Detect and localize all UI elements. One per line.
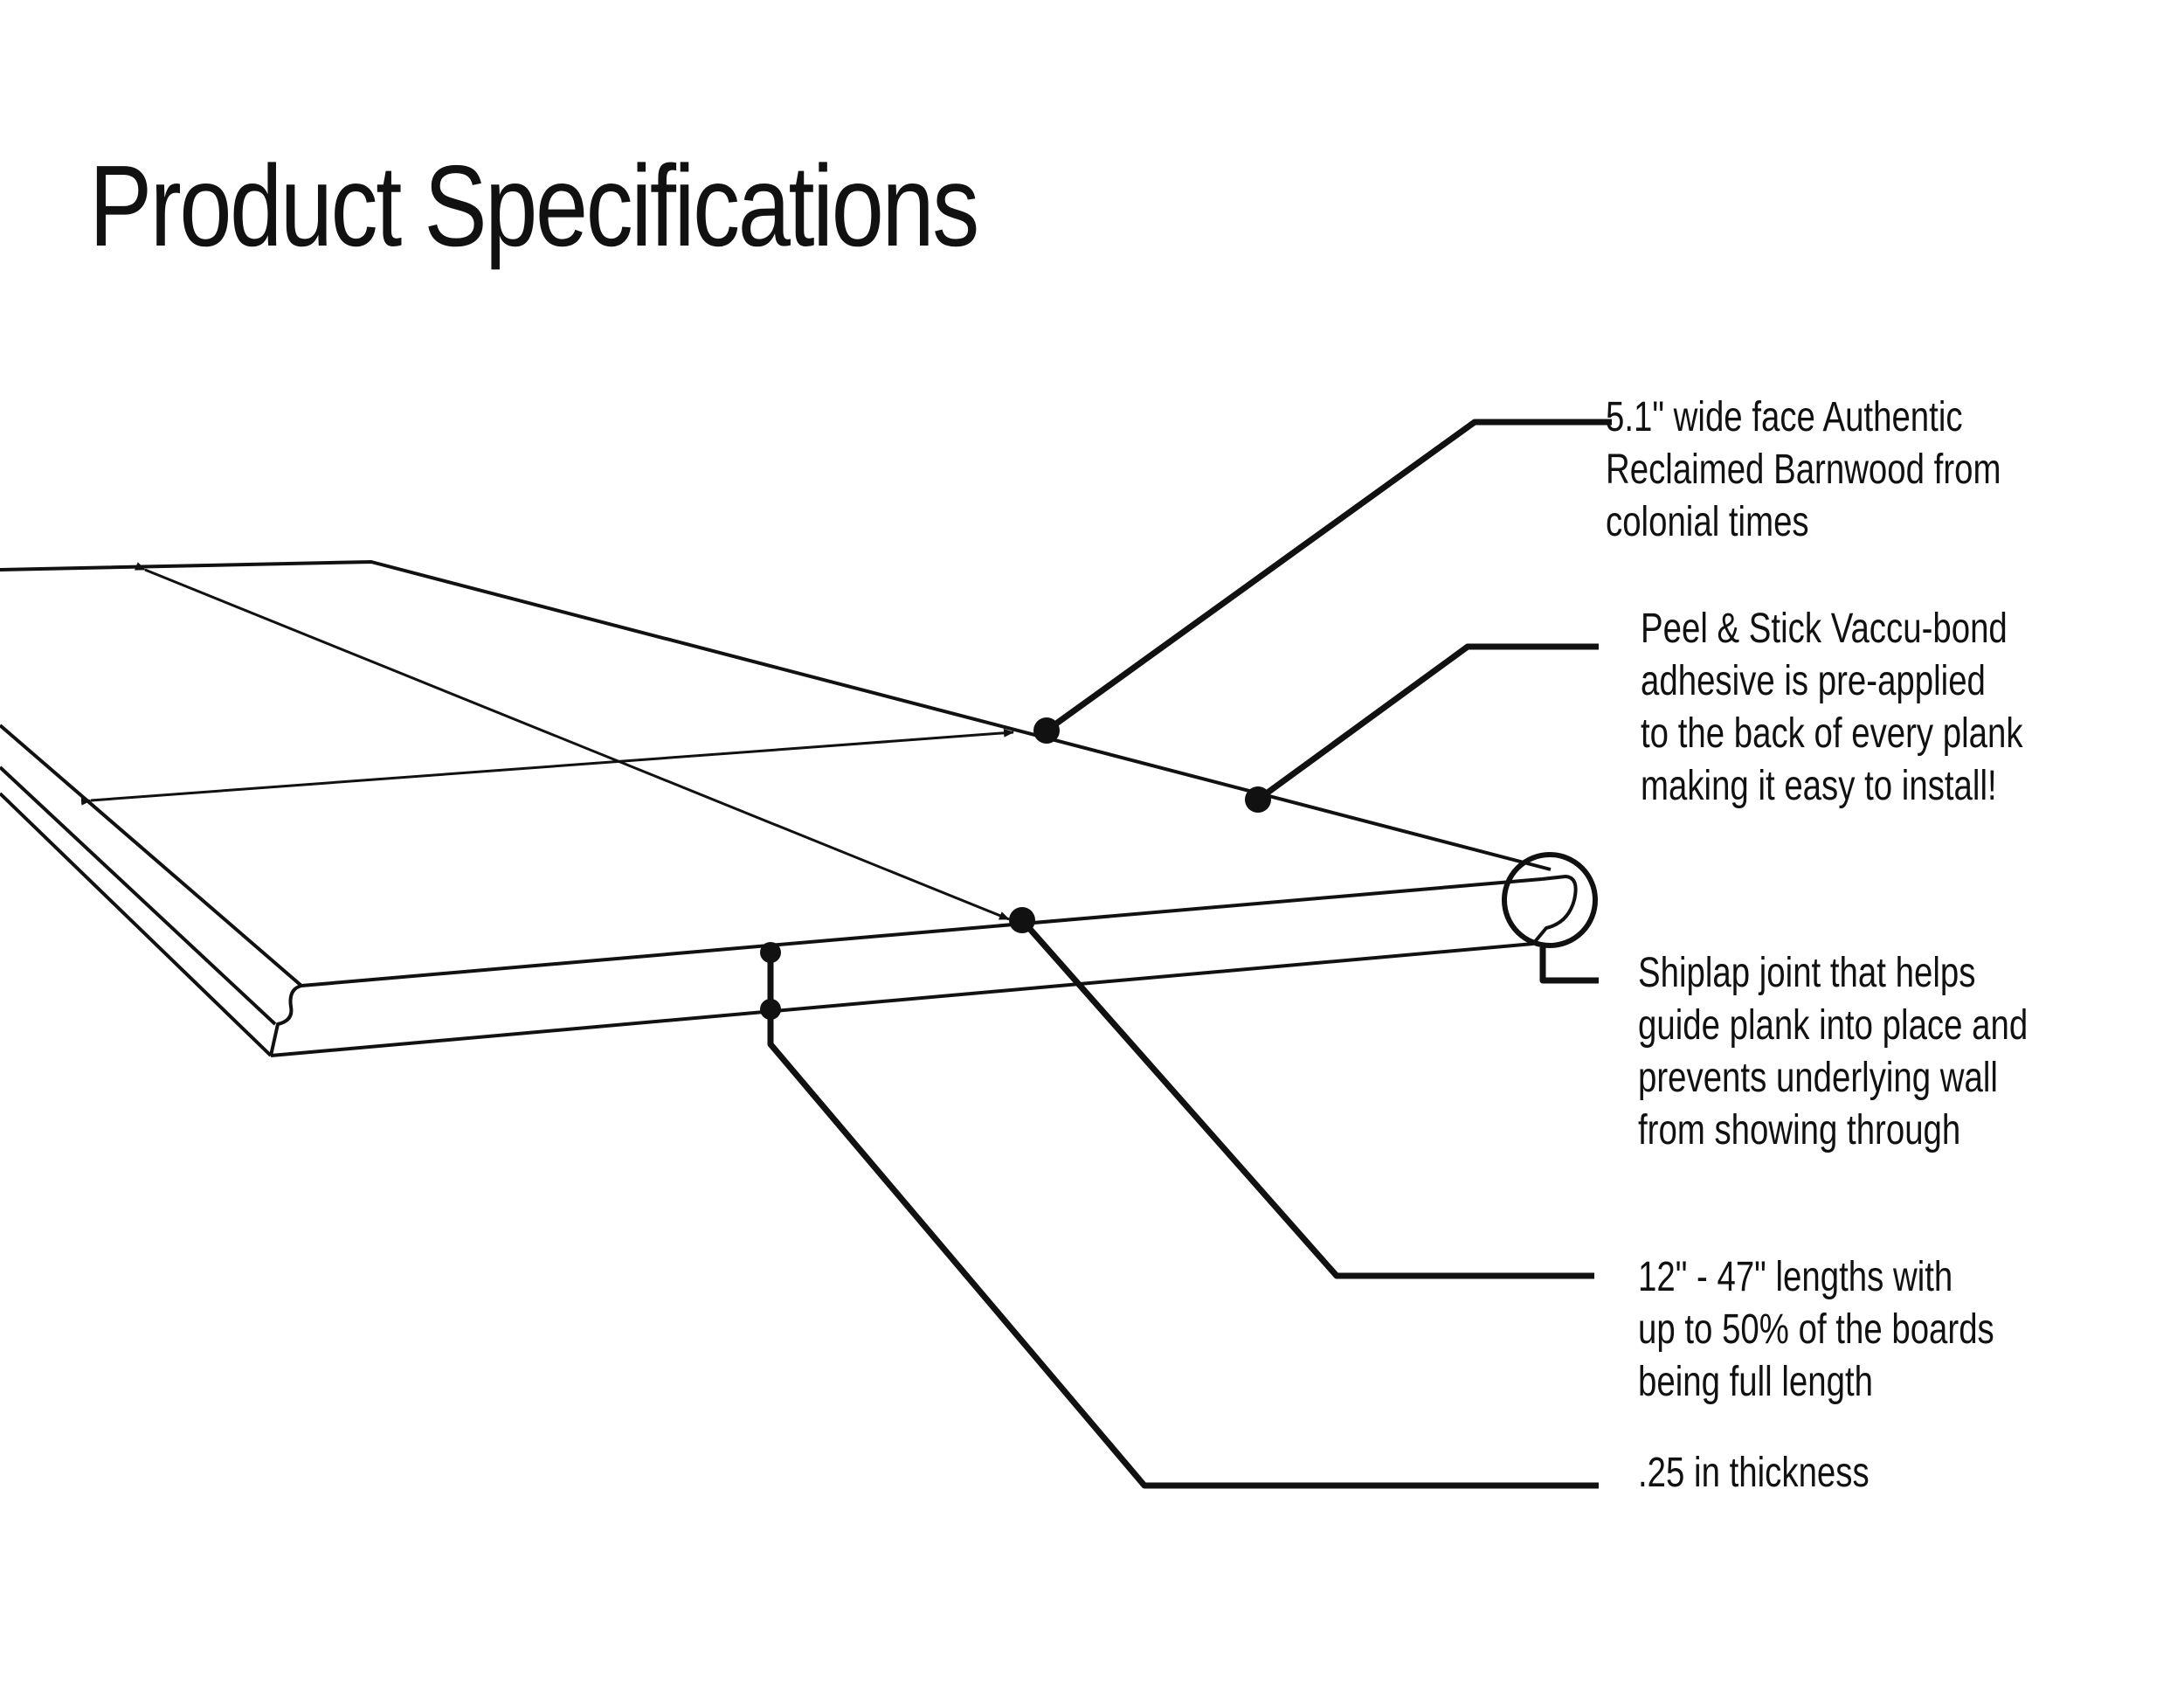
callout-shiplap-line-4: from showing through xyxy=(1638,1107,1961,1153)
leader-shiplap xyxy=(1539,947,1599,984)
callout-lengths: 12" - 47" lengths with up to 50% of the … xyxy=(1638,1251,1994,1409)
callout-shiplap: Shiplap joint that helps guide plank int… xyxy=(1638,947,2028,1157)
callout-face-width-line-1: 5.1" wide face Authentic xyxy=(1606,394,1963,440)
leader-dots xyxy=(760,717,1271,1020)
callout-adhesive-line-2: adhesive is pre-applied xyxy=(1641,658,1986,704)
dot-thickness-top xyxy=(760,942,781,963)
plank-top-edge xyxy=(0,560,1552,871)
leader-adhesive xyxy=(1255,643,1599,802)
plank-front-top-edge xyxy=(301,877,1543,987)
leader-lines xyxy=(767,419,1612,1489)
callout-shiplap-line-2: guide plank into place and xyxy=(1638,1002,2028,1049)
plank-left-bevel-outer xyxy=(0,792,273,1057)
callout-adhesive: Peel & Stick Vaccu-bond adhesive is pre-… xyxy=(1641,603,2023,813)
callout-face-width: 5.1" wide face Authentic Reclaimed Barnw… xyxy=(1606,391,2001,549)
plank-right-profile xyxy=(1531,875,1578,946)
callout-shiplap-line-1: Shiplap joint that helps xyxy=(1638,950,1976,996)
dot-lengths xyxy=(1009,907,1035,933)
callout-thickness-line-1: .25 in thickness xyxy=(1638,1450,1870,1496)
page-title: Product Specifications xyxy=(89,142,979,270)
dot-adhesive xyxy=(1245,786,1271,813)
callout-lengths-line-2: up to 50% of the boards xyxy=(1638,1306,1994,1353)
dot-face-width xyxy=(1033,717,1060,744)
leader-face-width xyxy=(1044,419,1612,733)
callout-lengths-line-3: being full length xyxy=(1638,1359,1874,1405)
plank-front-profile xyxy=(269,984,302,1056)
callout-thickness: .25 in thickness xyxy=(1638,1447,1870,1500)
callout-shiplap-line-3: prevents underlying wall xyxy=(1638,1055,1998,1101)
plank-outline xyxy=(0,560,1578,1057)
length-arrow xyxy=(134,562,1010,921)
callout-face-width-line-3: colonial times xyxy=(1606,499,1809,545)
dimension-arrows xyxy=(80,562,1014,921)
width-arrow xyxy=(80,728,1014,806)
dot-thickness-bottom xyxy=(760,999,781,1020)
callout-adhesive-line-1: Peel & Stick Vaccu-bond xyxy=(1641,606,2008,652)
callout-adhesive-line-3: to the back of every plank xyxy=(1641,710,2023,757)
leader-lengths xyxy=(1019,918,1594,1279)
joint-detail-circle xyxy=(1502,852,1598,948)
plank-left-bevel-mid xyxy=(0,765,277,1026)
plank-front-bottom-edge xyxy=(270,942,1534,1057)
callout-face-width-line-2: Reclaimed Barnwood from xyxy=(1606,447,2001,493)
plank-left-bevel-inner xyxy=(0,724,303,987)
callout-lengths-line-1: 12" - 47" lengths with xyxy=(1638,1254,1953,1300)
leader-thickness xyxy=(767,1009,1599,1489)
callout-adhesive-line-4: making it easy to install! xyxy=(1641,763,1997,809)
